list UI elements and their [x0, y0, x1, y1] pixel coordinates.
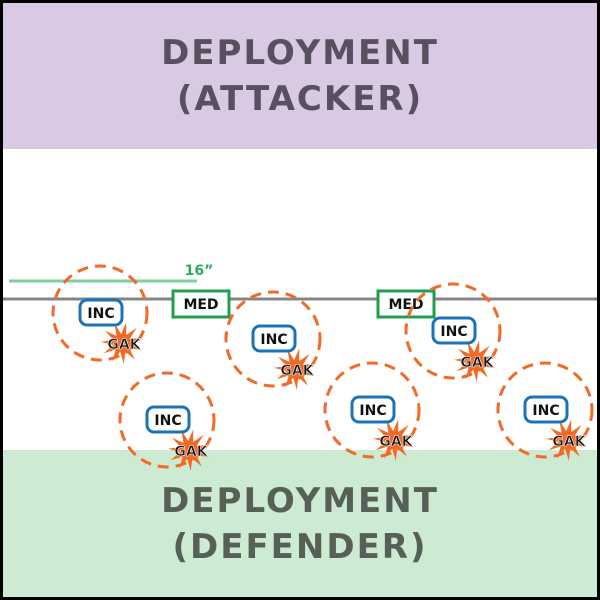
unit-secondary-label: GAK: [552, 434, 586, 450]
unit-marker[interactable]: INC GAK: [404, 282, 502, 382]
explosion-icon: [168, 429, 210, 471]
game-board: DEPLOYMENT (ATTACKER) DEPLOYMENT (DEFEND…: [3, 3, 597, 597]
unit-badge: [78, 298, 124, 327]
unit-badge: [251, 324, 297, 353]
unit-secondary-label: GAK: [460, 355, 494, 371]
objective-marker[interactable]: MED: [376, 289, 436, 319]
unit-secondary-label: GAK: [107, 337, 141, 353]
unit-range-circle: [323, 361, 421, 459]
explosion-icon: [454, 340, 496, 382]
explosion-icon: [274, 348, 316, 390]
objective-label: MED: [388, 297, 423, 313]
objective-marker[interactable]: MED: [171, 289, 231, 319]
unit-range-circle: [118, 371, 216, 469]
unit-badge: [523, 395, 569, 424]
attacker-zone-subtitle: (ATTACKER): [176, 79, 424, 119]
unit-marker[interactable]: INC GAK: [224, 290, 322, 390]
unit-primary-label: INC: [532, 403, 559, 419]
objective-label: MED: [183, 297, 218, 313]
defender-deployment-zone: DEPLOYMENT (DEFENDER): [3, 450, 597, 597]
unit-badge: [350, 395, 396, 424]
unit-range-circle: [404, 282, 502, 380]
unit-marker[interactable]: INC GAK: [118, 371, 216, 471]
unit-range-circle: [496, 361, 594, 459]
unit-marker[interactable]: INC GAK: [323, 361, 421, 461]
unit-range-circle: [224, 290, 322, 388]
unit-secondary-label: GAK: [379, 434, 413, 450]
board-overlay: 16” MED MED INC GAK INC GAK INC GAK INC GAK INC G…: [3, 263, 597, 471]
explosion-icon: [101, 322, 143, 364]
defender-zone-title: DEPLOYMENT: [161, 480, 439, 521]
unit-marker[interactable]: INC GAK: [51, 264, 149, 364]
unit-primary-label: INC: [87, 306, 114, 322]
unit-primary-label: INC: [154, 413, 181, 429]
unit-secondary-label: GAK: [174, 444, 208, 460]
unit-primary-label: INC: [440, 324, 467, 340]
unit-primary-label: INC: [260, 332, 287, 348]
measure-label: 16”: [185, 263, 214, 279]
unit-marker[interactable]: INC GAK: [496, 361, 594, 461]
unit-range-circle: [51, 264, 149, 362]
explosion-icon: [373, 419, 415, 461]
unit-badge: [145, 405, 191, 434]
unit-badge: [431, 316, 477, 345]
explosion-icon: [546, 419, 588, 461]
attacker-deployment-zone: DEPLOYMENT (ATTACKER): [3, 3, 597, 149]
defender-zone-subtitle: (DEFENDER): [172, 526, 428, 567]
unit-secondary-label: GAK: [280, 363, 314, 379]
attacker-zone-title: DEPLOYMENT: [161, 33, 439, 73]
unit-primary-label: INC: [359, 403, 386, 419]
